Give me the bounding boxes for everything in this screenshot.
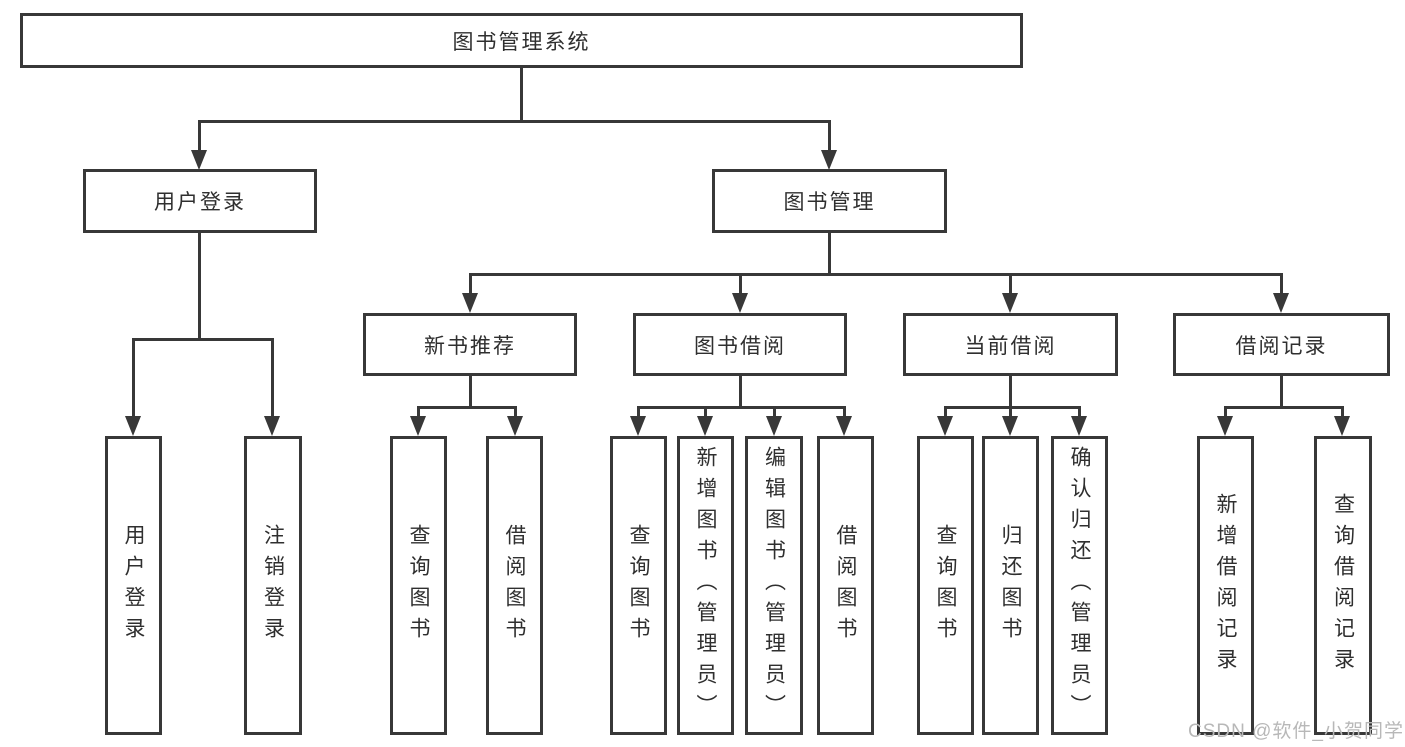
connector-line: [198, 233, 201, 338]
connector-line: [944, 406, 947, 418]
node-label: 归还图书: [999, 523, 1022, 648]
node-label: 当前借阅: [964, 334, 1057, 358]
arrow-down-icon: [1217, 416, 1233, 436]
node-label: 借阅图书: [834, 523, 857, 648]
leaf-borrow-books-recommend: 借阅图书: [486, 436, 543, 735]
connector-line: [469, 273, 472, 295]
leaf-add-borrow-record: 新增借阅记录: [1197, 436, 1254, 735]
connector-line: [773, 406, 776, 418]
node-label: 图书借阅: [694, 334, 786, 358]
leaf-edit-book-admin: 编辑图书（管理员）: [745, 436, 803, 735]
connector-line: [828, 233, 831, 273]
node-current-borrow: 当前借阅: [903, 313, 1118, 376]
arrow-down-icon: [410, 416, 426, 436]
leaf-query-books-current: 查询图书: [917, 436, 974, 735]
arrow-down-icon: [766, 416, 782, 436]
node-label: 借阅图书: [503, 523, 526, 648]
connector-line: [944, 406, 1081, 409]
node-book-borrow: 图书借阅: [633, 313, 847, 376]
node-label: 新增图书（管理员）: [694, 446, 717, 725]
connector-line: [843, 406, 846, 418]
connector-line: [1009, 273, 1012, 295]
node-book-management: 图书管理: [712, 169, 947, 233]
node-label: 注销登录: [261, 523, 285, 648]
node-label: 用户登录: [154, 191, 246, 214]
node-label: 图书管理系统: [452, 30, 591, 54]
connector-line: [469, 273, 1283, 276]
node-label: 新增借阅记录: [1214, 492, 1237, 679]
leaf-return-book: 归还图书: [982, 436, 1039, 735]
node-label: 新书推荐: [424, 334, 516, 358]
connector-line: [132, 338, 135, 418]
arrow-down-icon: [1002, 416, 1018, 436]
connector-line: [469, 376, 472, 406]
connector-line: [1078, 406, 1081, 418]
connector-line: [271, 338, 274, 418]
connector-line: [1224, 406, 1344, 409]
connector-line: [1009, 406, 1012, 418]
connector-line: [132, 338, 274, 341]
connector-line: [1224, 406, 1227, 418]
watermark: CSDN @软件_小贺同学: [1188, 721, 1404, 742]
connector-line: [1009, 376, 1012, 406]
leaf-confirm-return-admin: 确认归还（管理员）: [1051, 436, 1108, 735]
leaf-user-login: 用户登录: [105, 436, 162, 735]
connector-line: [828, 120, 831, 152]
arrow-down-icon: [697, 416, 713, 436]
connector-line: [417, 406, 517, 409]
connector-line: [198, 120, 201, 152]
leaf-add-book-admin: 新增图书（管理员）: [677, 436, 734, 735]
arrow-down-icon: [937, 416, 953, 436]
node-label: 查询借阅记录: [1331, 492, 1355, 679]
arrow-down-icon: [1071, 416, 1087, 436]
connector-line: [637, 406, 846, 409]
node-label: 查询图书: [627, 523, 650, 648]
connector-line: [417, 406, 420, 418]
arrow-down-icon: [836, 416, 852, 436]
arrow-down-icon: [507, 416, 523, 436]
arrow-down-icon: [264, 416, 280, 436]
connector-line: [739, 376, 742, 406]
connector-line: [198, 120, 831, 123]
node-label: 确认归还（管理员）: [1068, 446, 1091, 725]
arrow-down-icon: [1002, 293, 1018, 313]
arrow-down-icon: [125, 416, 141, 436]
connector-line: [739, 273, 742, 295]
arrow-down-icon: [1273, 293, 1289, 313]
leaf-logout: 注销登录: [244, 436, 302, 735]
connector-line: [1280, 273, 1283, 295]
node-new-book-recommend: 新书推荐: [363, 313, 577, 376]
node-root: 图书管理系统: [20, 13, 1023, 68]
node-label: 用户登录: [122, 523, 145, 648]
node-label: 查询图书: [407, 523, 430, 648]
node-label: 借阅记录: [1235, 334, 1328, 358]
arrow-down-icon: [630, 416, 646, 436]
arrow-down-icon: [821, 150, 837, 170]
node-label: 图书管理: [783, 191, 876, 214]
connector-line: [704, 406, 707, 418]
leaf-query-borrow-record: 查询借阅记录: [1314, 436, 1372, 735]
arrow-down-icon: [1334, 416, 1350, 436]
node-label: 编辑图书（管理员）: [762, 446, 786, 725]
node-label: 查询图书: [934, 523, 957, 648]
leaf-query-books-borrow: 查询图书: [610, 436, 667, 735]
connector-line: [637, 406, 640, 418]
connector-line: [1280, 376, 1283, 406]
leaf-borrow-books: 借阅图书: [817, 436, 874, 735]
arrow-down-icon: [732, 293, 748, 313]
node-borrow-records: 借阅记录: [1173, 313, 1390, 376]
connector-line: [1341, 406, 1344, 418]
arrow-down-icon: [191, 150, 207, 170]
arrow-down-icon: [462, 293, 478, 313]
connector-line: [520, 68, 523, 120]
node-user-login: 用户登录: [83, 169, 317, 233]
leaf-query-books-recommend: 查询图书: [390, 436, 447, 735]
connector-line: [514, 406, 517, 418]
